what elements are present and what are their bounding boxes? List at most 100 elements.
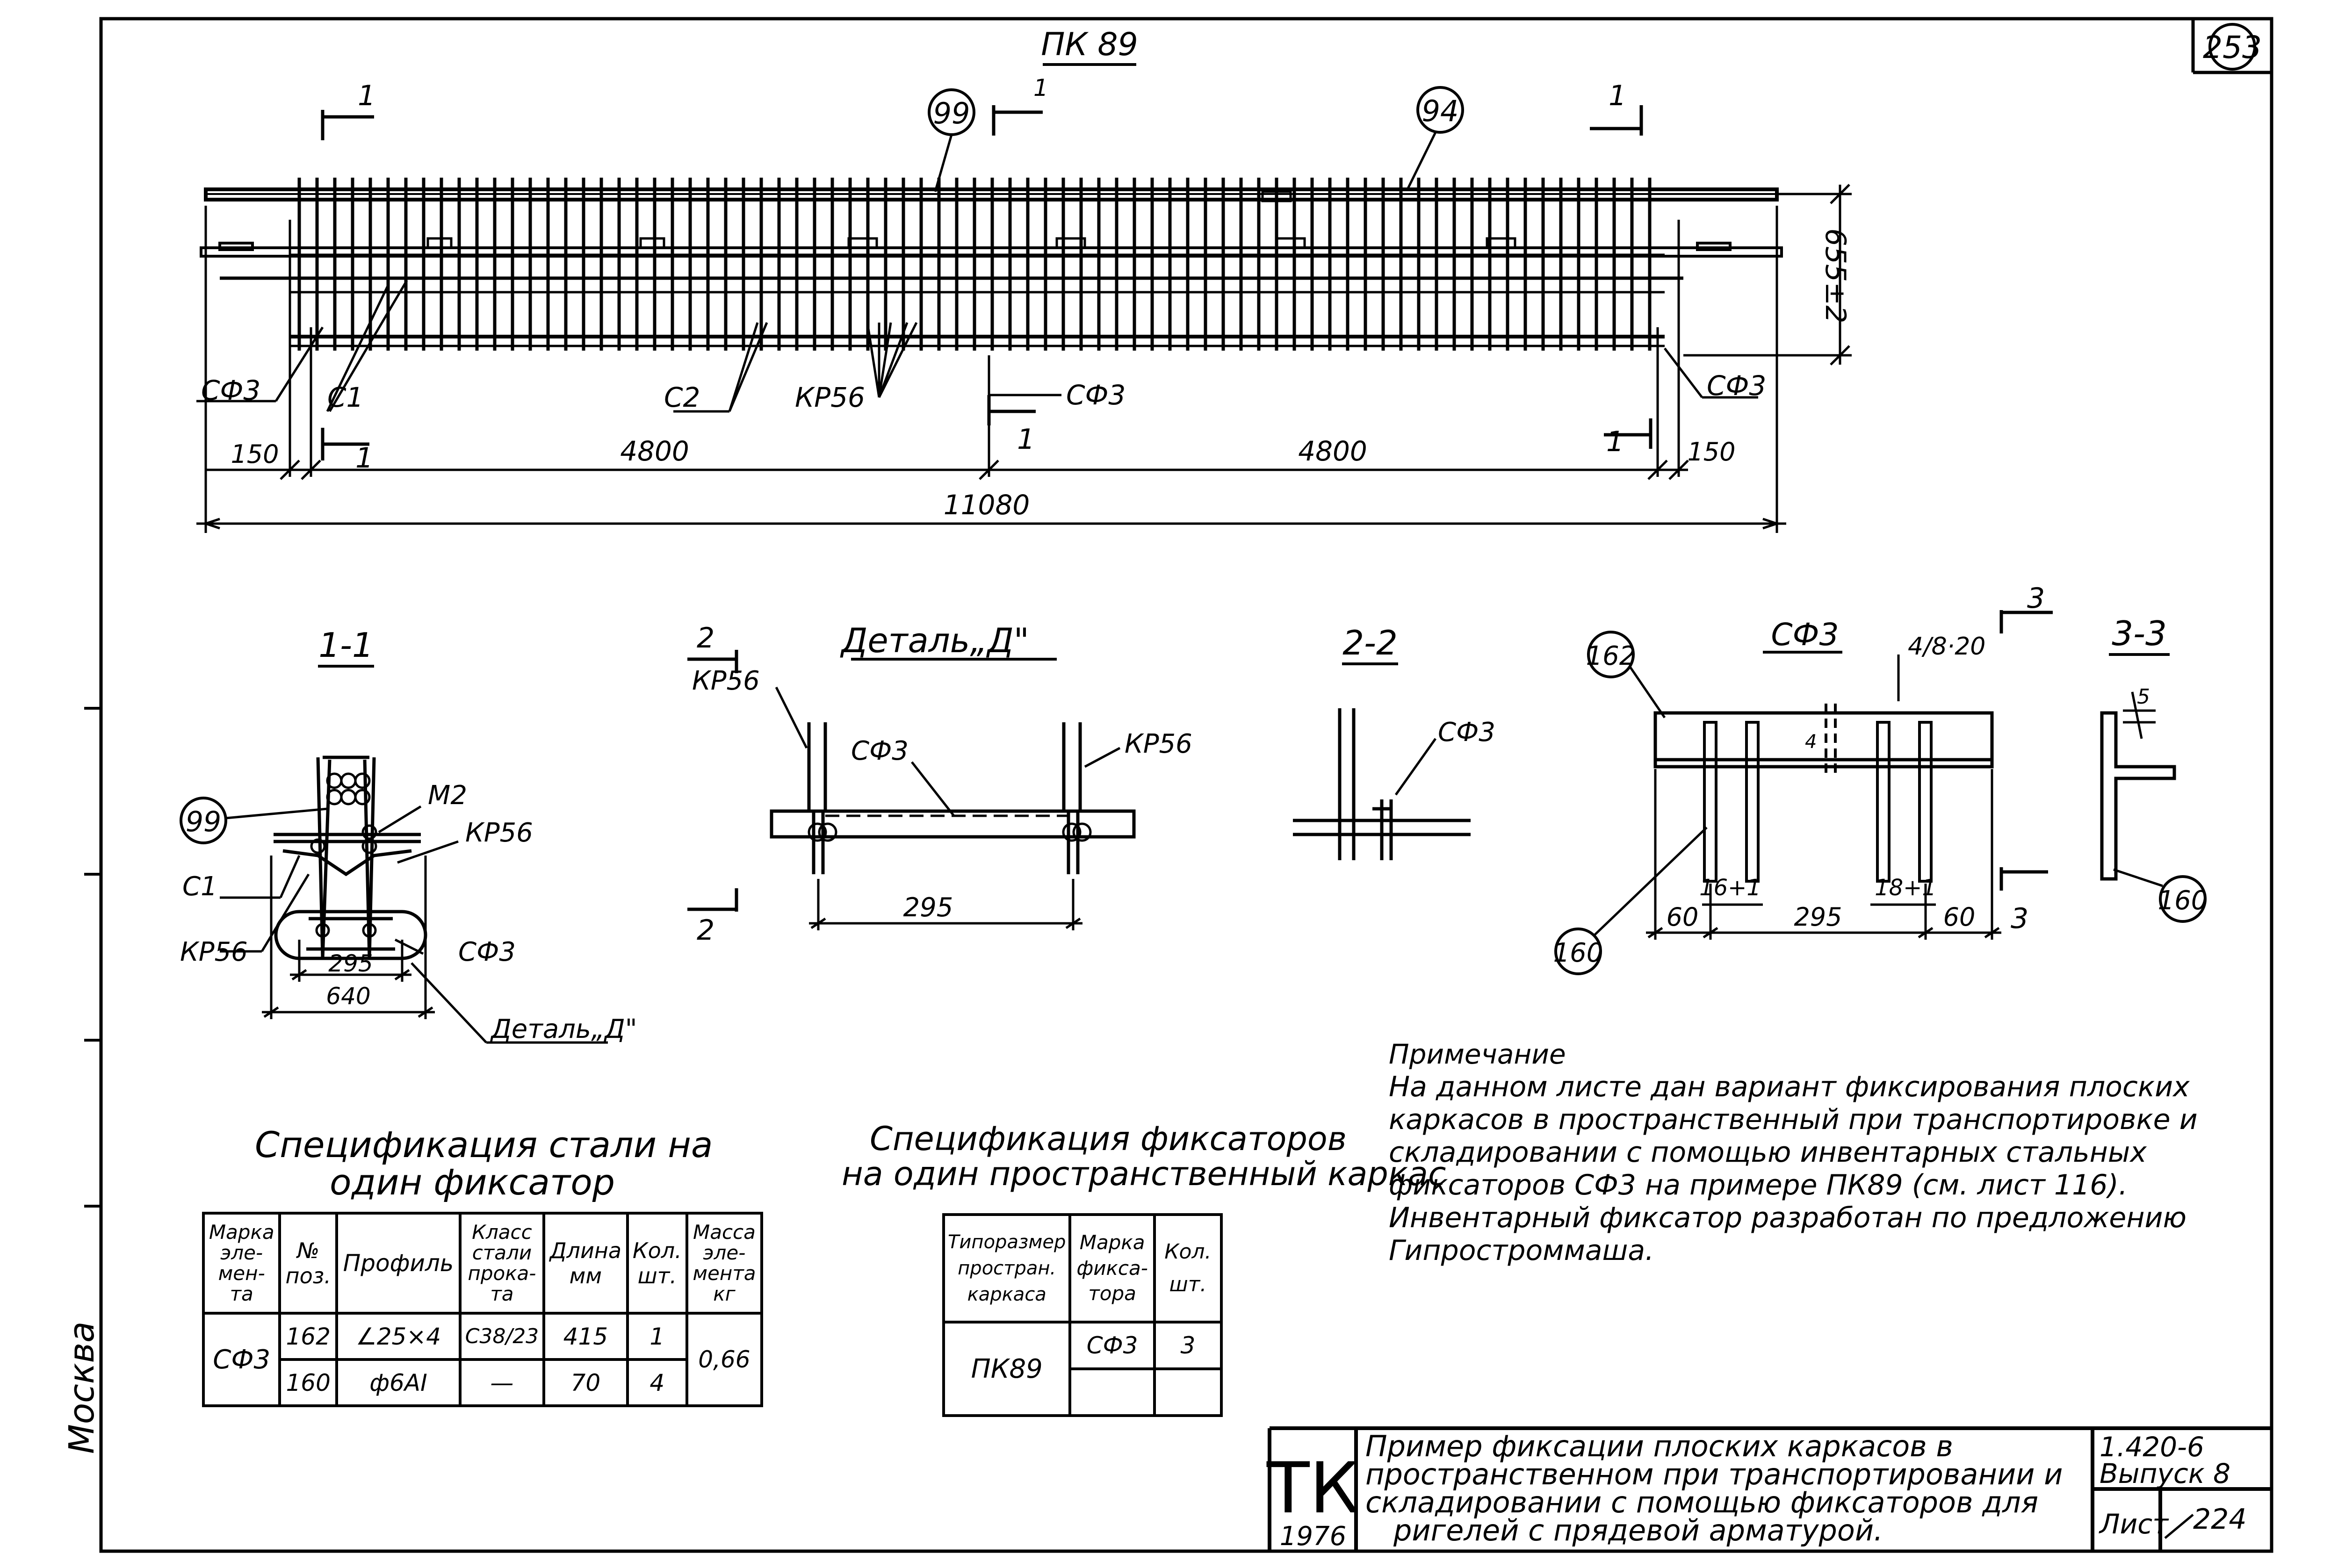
sf3-dim-right: 60 <box>1943 902 1976 932</box>
section-2-2: 2-2 СФ3 <box>1293 623 1495 860</box>
detail-d: Деталь„Д" 2 2 КР56 КР56 СФ3 2 <box>687 621 1192 947</box>
cell-mark: СФ3 <box>1068 1321 1156 1370</box>
title-year: 1976 <box>1280 1521 1347 1552</box>
title-desc-line: ригелей с прядевой арматурой. <box>1393 1513 1883 1547</box>
steel-spec-table: Марка эле-мен-та № поз. Профиль Класс ст… <box>202 1211 764 1407</box>
header-cell: Кол. шт. <box>1153 1213 1223 1323</box>
label-m2: М2 <box>428 780 467 811</box>
header-cell: Профиль <box>335 1211 462 1315</box>
callout-160-section: 160 <box>2158 885 2208 916</box>
title-desc-line: пространственном при транспортировании и <box>1365 1457 2063 1491</box>
dim-span-left: 4800 <box>620 435 689 467</box>
steel-spec-title-2: один фиксатор <box>330 1161 615 1203</box>
label-sf3-detail: СФ3 <box>851 736 909 766</box>
cell-qty: 4 <box>626 1358 688 1407</box>
label-kr56: КР56 <box>795 381 865 413</box>
section-2-2-title: 2-2 <box>1342 623 1398 662</box>
note: Примечание На данном листе дан вариант ф… <box>1389 1038 2198 1267</box>
header-cell: № поз. <box>278 1211 339 1315</box>
steel-spec-title-1: Спецификация стали на <box>255 1124 713 1165</box>
header-cell: Масса эле-мента кг <box>685 1211 764 1315</box>
label-kr56-top: КР56 <box>465 818 533 848</box>
table-header-row: Типоразмер простран. каркаса Марка фикса… <box>942 1213 1223 1323</box>
label-kr56-right: КР56 <box>1125 729 1192 759</box>
sf3-mark-top: 3 <box>2027 582 2045 615</box>
cell-size: ПК89 <box>942 1321 1072 1417</box>
label-c1: С1 <box>327 381 363 413</box>
label-sf3-mid: СФ3 <box>1066 379 1126 411</box>
section-1-1-title: 1-1 <box>318 626 374 665</box>
header-cell: Марка фикса-тора <box>1068 1213 1156 1323</box>
label-kr56-bottom: КР56 <box>180 937 248 967</box>
note-line: Инвентарный фиксатор разработан по предл… <box>1389 1201 2186 1234</box>
sf3-gap-right: 18+1 <box>1875 875 1936 901</box>
section-mark: 1 <box>1033 74 1048 101</box>
label-sf3-section: СФ3 <box>458 937 516 967</box>
fixator-spec-title-2: на один пространственный каркас <box>842 1155 1446 1193</box>
main-view: ПК 89 99 94 <box>196 26 1852 533</box>
detail-mark-top: 2 <box>697 622 714 655</box>
note-line: фиксаторов СФ3 на примере ПК89 (см. лист… <box>1389 1169 2128 1201</box>
cell-length: 415 <box>542 1312 629 1361</box>
cell-mass: 0,66 <box>685 1312 764 1407</box>
callout-162: 162 <box>1586 641 1636 671</box>
dim-overall: 11080 <box>944 489 1030 521</box>
dim-span-right: 4800 <box>1298 435 1367 467</box>
dim-left-offset: 150 <box>231 439 279 469</box>
cell-pos: 162 <box>278 1312 339 1361</box>
label-sf3-left: СФ3 <box>201 374 260 406</box>
label-detail-ref: Деталь„Д" <box>490 1014 637 1044</box>
cell-pos: 160 <box>278 1358 339 1407</box>
callout-94-top: 94 <box>1422 94 1459 128</box>
section-3-3-dim: 5 <box>2137 685 2150 709</box>
height-dim: 655±2 <box>1819 229 1852 324</box>
note-title: Примечание <box>1389 1038 1566 1070</box>
section-3-3: 3-3 5 160 <box>2100 614 2208 923</box>
corner-number-box: 253 <box>2191 19 2272 74</box>
title-sheet-no: 224 <box>2193 1503 2247 1536</box>
table-row: 160 ф6АI — 70 4 <box>203 1358 762 1407</box>
table-row: СФ3 162 ∠25×4 С38/23 415 1 0,66 <box>202 1312 764 1407</box>
title-block: ТК 1976 Пример фиксации плоских каркасов… <box>1266 1426 2272 1552</box>
cell-length: 70 <box>542 1358 629 1407</box>
table-header-row: Марка эле-мен-та № поз. Профиль Класс ст… <box>202 1211 764 1315</box>
callout-99-top: 99 <box>933 96 970 130</box>
main-title: ПК 89 <box>1041 26 1138 63</box>
section-mark: 1 <box>1609 79 1626 112</box>
table-row: ПК89 СФ3 3 <box>942 1321 1223 1417</box>
cell-qty: 3 <box>1153 1321 1223 1370</box>
section-mark: 1 <box>1017 423 1035 456</box>
header-cell: Кол. шт. <box>626 1211 688 1315</box>
sf3-dim-left: 60 <box>1667 902 1699 932</box>
sf3-pitch-note: 4/8·20 <box>1908 633 1985 661</box>
sheet-frame <box>99 17 2273 1553</box>
section-1-1: 1-1 99 <box>180 626 637 1044</box>
dim-inner-295: 295 <box>328 950 373 977</box>
header-cell: Марка эле-мен-та <box>202 1211 281 1315</box>
cell-element: СФ3 <box>202 1312 281 1407</box>
callout-160: 160 <box>1553 938 1603 968</box>
note-line: каркасов в пространственный при транспор… <box>1389 1103 2198 1136</box>
note-line: На данном листе дан вариант фиксирования… <box>1389 1071 2190 1103</box>
detail-mark-bottom: 2 <box>697 914 714 947</box>
label-sf3-right: СФ3 <box>1707 370 1766 402</box>
note-line: Гипростроммаша. <box>1389 1234 1654 1267</box>
dim-right-offset: 150 <box>1687 437 1735 467</box>
cell-steel: С38/23 <box>458 1312 545 1361</box>
cell-profile: ф6АI <box>335 1358 462 1407</box>
tk-logo: ТК <box>1266 1448 1359 1529</box>
sf3-small-dim: 4 <box>1805 731 1817 753</box>
fixator-spec-table: Типоразмер простран. каркаса Марка фикса… <box>942 1213 1223 1417</box>
section-3-3-title: 3-3 <box>2112 614 2167 653</box>
stirrups <box>297 178 1652 351</box>
title-desc-line: складировании с помощью фиксаторов для <box>1365 1485 2038 1519</box>
side-city: Москва <box>62 1322 102 1454</box>
sf3-dim-center: 295 <box>1794 902 1842 932</box>
sf3-title: СФ3 <box>1771 617 1839 653</box>
fixator-spec-title-1: Спецификация фиксаторов <box>870 1120 1347 1158</box>
section-mark: 1 <box>358 79 375 112</box>
title-series: 1.420-6 <box>2100 1431 2204 1463</box>
detail-d-title: Деталь„Д" <box>840 621 1029 660</box>
cell-qty: 1 <box>626 1312 688 1361</box>
